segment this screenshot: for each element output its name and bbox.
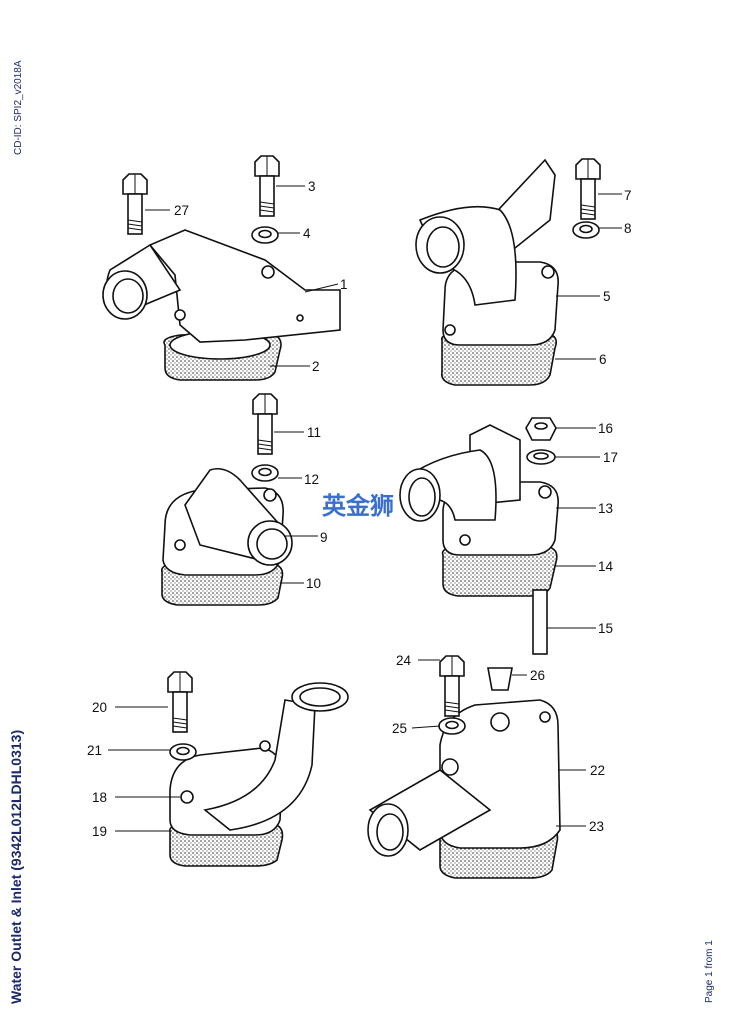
callout-23: 23 [589, 819, 604, 834]
washer-8 [572, 221, 600, 239]
watermark: 英金狮 [322, 492, 394, 520]
callout-1: 1 [340, 277, 348, 292]
callout-16: 16 [598, 421, 613, 436]
callout-17: 17 [603, 450, 618, 465]
callout-5: 5 [603, 289, 611, 304]
callout-7: 7 [624, 188, 632, 203]
thermostat-housing-5 [169, 682, 349, 867]
callout-26: 26 [530, 668, 545, 683]
callout-3: 3 [308, 179, 316, 194]
callout-21: 21 [87, 743, 102, 758]
washer-12 [251, 464, 279, 482]
callout-22: 22 [590, 763, 605, 778]
washer-21 [169, 743, 197, 761]
callout-15: 15 [598, 621, 613, 636]
leader-lines [108, 185, 622, 832]
bolt-27 [122, 173, 148, 235]
callout-2: 2 [312, 359, 320, 374]
callout-9: 9 [320, 530, 328, 545]
callout-8: 8 [624, 221, 632, 236]
callout-25: 25 [392, 721, 407, 736]
water-inlet-housing [367, 699, 561, 879]
callout-20: 20 [92, 700, 107, 715]
callout-11: 11 [307, 425, 321, 440]
callout-14: 14 [598, 559, 614, 574]
bolt-11 [252, 393, 278, 455]
callout-18: 18 [92, 790, 107, 805]
callout-10: 10 [306, 576, 321, 591]
washer-4 [251, 226, 279, 244]
callout-13: 13 [598, 501, 613, 516]
thermostat-housing-3 [160, 467, 293, 606]
bolt-24 [439, 655, 465, 717]
bolt-3 [254, 155, 280, 217]
callout-24: 24 [396, 653, 412, 668]
bolt-7 [575, 158, 601, 220]
bolt-20 [167, 671, 193, 733]
thermostat-housing-2 [415, 158, 559, 386]
washer-25 [438, 717, 466, 735]
callout-6: 6 [599, 352, 607, 367]
thermostat-housing-1 [102, 229, 341, 381]
plug-26 [487, 667, 513, 691]
callout-27: 27 [174, 203, 189, 218]
callout-4: 4 [303, 226, 311, 241]
callout-19: 19 [92, 824, 107, 839]
callout-12: 12 [304, 472, 319, 487]
thermostat-housing-4 [399, 417, 559, 655]
